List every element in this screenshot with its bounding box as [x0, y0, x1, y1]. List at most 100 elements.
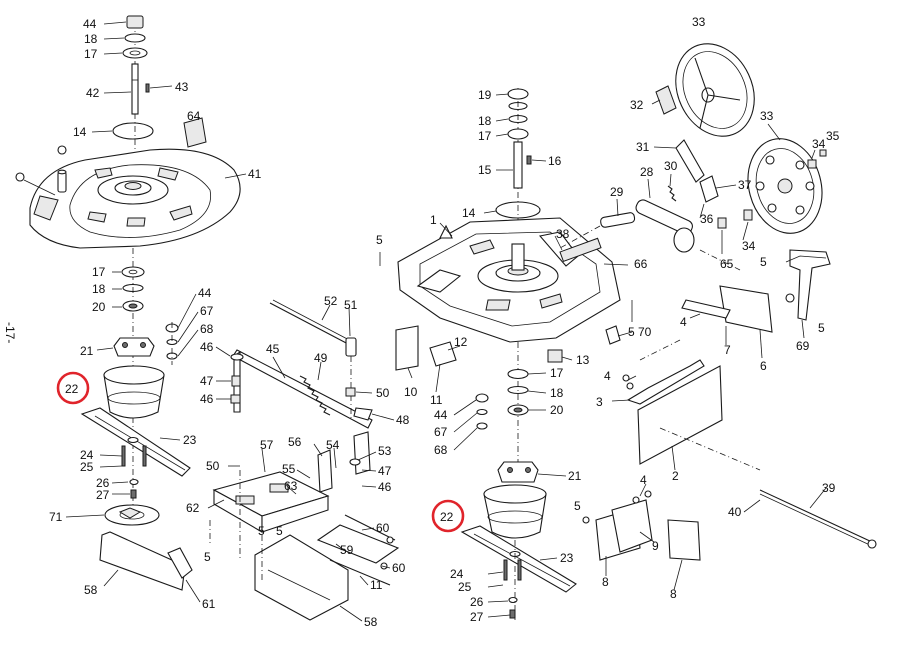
callout-30: 30	[664, 159, 678, 173]
part-70	[605, 325, 621, 345]
callout-46: 46	[378, 480, 392, 494]
callout-64: 64	[187, 109, 201, 123]
callout-36: 36	[700, 212, 714, 226]
callout-1: 1	[430, 213, 437, 227]
callout-69: 69	[796, 339, 810, 353]
steering-linkage	[559, 139, 827, 271]
callout-55: 55	[282, 462, 296, 476]
callout-10: 10	[404, 385, 418, 399]
plate-58-left	[99, 531, 186, 591]
callout-25: 25	[80, 460, 94, 474]
callout-67: 67	[434, 425, 448, 439]
callout-45: 45	[266, 342, 280, 356]
callout-5: 5	[760, 255, 767, 269]
plates-2-3	[622, 339, 761, 471]
callout-60: 60	[376, 521, 390, 535]
callout-63: 63	[284, 479, 298, 493]
center-linkage	[230, 299, 373, 429]
callout-13: 13	[576, 353, 590, 367]
highlight-circle-left	[56, 371, 90, 405]
callout-31: 31	[636, 140, 650, 154]
callout-5: 5	[628, 325, 635, 339]
plates-8-9	[582, 490, 701, 561]
callout-66: 66	[634, 257, 648, 271]
callout-68: 68	[434, 443, 448, 457]
callout-4: 4	[604, 369, 611, 383]
callout-18: 18	[550, 386, 564, 400]
decal-64	[183, 117, 207, 148]
callout-59: 59	[340, 543, 354, 557]
callout-18: 18	[92, 282, 106, 296]
right-brackets	[681, 249, 831, 333]
callout-5: 5	[204, 550, 211, 564]
callout-52: 52	[324, 294, 338, 308]
main-deck-1	[397, 217, 621, 470]
callout-16: 16	[548, 154, 562, 168]
callout-49: 49	[314, 351, 328, 365]
callout-38: 38	[556, 227, 570, 241]
callout-67: 67	[200, 304, 214, 318]
callout-22: 22	[440, 510, 454, 524]
callout-23: 23	[560, 551, 574, 565]
callout-27: 27	[96, 488, 110, 502]
callout-32: 32	[630, 98, 644, 112]
deck-41	[15, 145, 241, 249]
callout-29: 29	[610, 185, 624, 199]
callout-21: 21	[80, 344, 94, 358]
callout-6: 6	[760, 359, 767, 373]
callout-20: 20	[92, 300, 106, 314]
callout-71: 71	[49, 510, 63, 524]
callout-61: 61	[202, 597, 216, 611]
callout-5: 5	[258, 524, 265, 538]
callout-21: 21	[568, 469, 582, 483]
callout-23: 23	[183, 433, 197, 447]
callout-43: 43	[175, 80, 189, 94]
highlight-circle-right	[431, 499, 465, 533]
callout-68: 68	[200, 322, 214, 336]
callout-56: 56	[288, 435, 302, 449]
callout-19: 19	[478, 88, 492, 102]
callout-20: 20	[550, 403, 564, 417]
callout-25: 25	[458, 580, 472, 594]
wheel-33-rear	[747, 138, 823, 234]
callout-22: 22	[65, 382, 79, 396]
callout-34: 34	[812, 137, 826, 151]
callout-5: 5	[276, 524, 283, 538]
callout-44: 44	[198, 286, 212, 300]
callout-17: 17	[92, 265, 106, 279]
callout-17: 17	[84, 47, 98, 61]
callout-7: 7	[724, 343, 731, 357]
callout-8: 8	[602, 575, 609, 589]
callout-44: 44	[434, 408, 448, 422]
left-lower-stack	[80, 248, 191, 526]
callout-28: 28	[640, 165, 654, 179]
callout-14: 14	[462, 206, 476, 220]
callout-51: 51	[344, 298, 358, 312]
callout-5: 5	[376, 233, 383, 247]
callout-2: 2	[672, 469, 679, 483]
callout-44: 44	[83, 17, 97, 31]
callout-3: 3	[596, 395, 603, 409]
callout-24: 24	[80, 448, 94, 462]
callout-11: 11	[370, 578, 383, 592]
callout-46: 46	[200, 392, 214, 406]
callout-41: 41	[248, 167, 262, 181]
callout-26: 26	[470, 595, 484, 609]
rod-39	[759, 489, 873, 543]
callout-24: 24	[450, 567, 464, 581]
callout-58: 58	[84, 583, 98, 597]
callout-65: 65	[720, 257, 734, 271]
callout-37: 37	[738, 178, 752, 192]
callout-26: 26	[96, 476, 110, 490]
callout-15: 15	[478, 163, 492, 177]
callout-14: 14	[73, 125, 87, 139]
left-spindle-stack	[112, 15, 154, 190]
callout-57: 57	[260, 438, 274, 452]
callout-33: 33	[760, 109, 774, 123]
callout-17: 17	[550, 366, 564, 380]
callout-5: 5	[818, 321, 825, 335]
callout-46: 46	[200, 340, 214, 354]
callout-11: 11	[430, 393, 443, 407]
callout-18: 18	[478, 114, 492, 128]
